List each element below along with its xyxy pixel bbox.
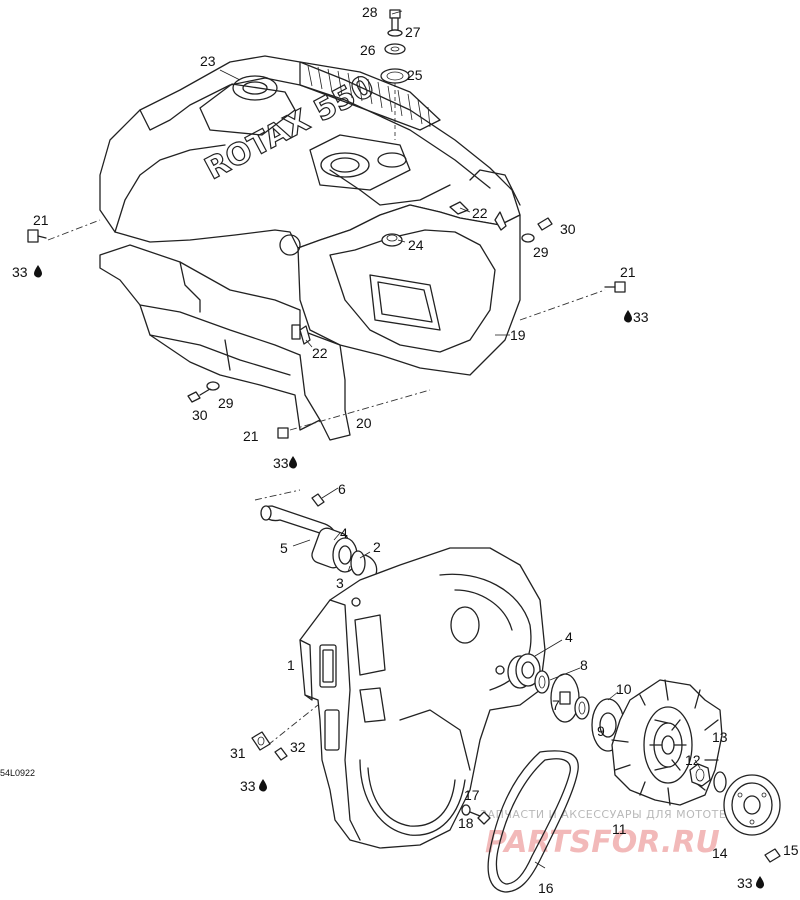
part-labels: 1 2 3 4 4 5 6 7 8 9 10 11 12 13 14 15 16… [0,4,799,896]
label-part-30: 30 [560,221,576,237]
label-part-14: 14 [712,845,728,861]
fasteners-bottom [251,731,491,825]
label-part-10: 10 [616,681,632,697]
leader-lines [219,10,701,869]
label-part-12: 12 [685,752,701,768]
label-part-29: 29 [533,244,549,260]
label-part-18: 18 [458,815,474,831]
oil-drop-icons [34,265,764,889]
label-part-32: 32 [290,739,306,755]
oil-drop-icon [756,876,764,889]
label-part-20: 20 [356,415,372,431]
label-part-27: 27 [405,24,421,40]
label-part-3: 3 [336,575,344,591]
label-part-17: 17 [464,787,480,803]
label-part-13: 13 [712,729,728,745]
fan-cover-upper: ROTAX 550 [99,55,521,376]
label-part-4: 4 [565,629,573,645]
label-part-8: 8 [580,657,588,673]
label-part-11: 11 [612,821,627,837]
label-part-30: 30 [192,407,208,423]
label-part-6: 6 [338,481,346,497]
fasteners-top [27,217,626,439]
watermark-logo: PARTSFOR.RU [485,825,720,860]
diagram-reference-code: 54L0922 [0,768,35,778]
fan-cover-support [99,244,351,441]
label-part-33: 33 [273,455,289,471]
label-part-21: 21 [243,428,259,444]
label-part-5: 5 [280,540,288,556]
label-part-29: 29 [218,395,234,411]
label-part-24: 24 [408,237,424,253]
fastener-stack-top [380,9,410,140]
label-part-31: 31 [230,745,246,761]
label-part-22: 22 [472,205,488,221]
label-part-1: 1 [287,657,295,673]
label-part-33: 33 [737,875,753,891]
label-part-23: 23 [200,53,216,69]
label-part-16: 16 [538,880,554,896]
label-part-15: 15 [783,842,799,858]
label-part-33: 33 [12,264,28,280]
label-part-4: 4 [340,525,348,541]
pulley-housing [299,547,546,849]
label-part-22: 22 [312,345,328,361]
oil-drop-icon [289,456,297,469]
drive-belt [487,750,579,893]
label-part-2: 2 [373,539,381,555]
label-part-21: 21 [620,264,636,280]
oil-drop-icon [259,779,267,792]
pulley-stack [507,653,781,863]
label-part-33: 33 [240,778,256,794]
label-part-19: 19 [510,327,526,343]
oil-drop-icon [34,265,42,278]
label-part-21: 21 [33,212,49,228]
label-part-26: 26 [360,42,376,58]
label-part-25: 25 [407,67,423,83]
oil-drop-icon [624,310,632,323]
label-part-28: 28 [362,4,378,20]
label-part-33: 33 [633,309,649,325]
label-part-7: 7 [552,697,560,713]
label-part-9: 9 [597,723,605,739]
shaft-assembly [260,493,378,583]
